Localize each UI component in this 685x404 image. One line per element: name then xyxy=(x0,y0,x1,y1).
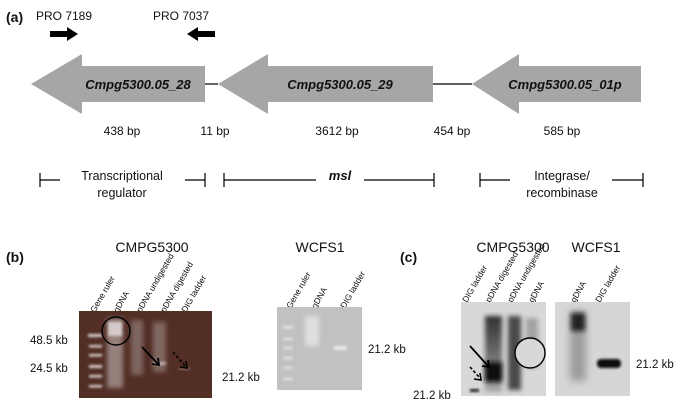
gel2-lane-3: DIG ladder xyxy=(338,269,367,310)
gel2-title: WCFS1 xyxy=(296,239,345,255)
panel-c-label: (c) xyxy=(400,249,417,265)
function-bracket-2 xyxy=(223,173,435,187)
gel1-marker-24kb: 24.5 kb xyxy=(30,363,68,375)
blot1-title: CMPG5300 xyxy=(476,239,549,255)
gene-arrow-1 xyxy=(31,54,205,114)
primer-1-label: PRO 7189 xyxy=(36,9,92,23)
gene-1-name: Cmpg5300.05_28 xyxy=(85,77,191,92)
gene-arrow-2 xyxy=(218,54,433,114)
gene-3-length: 585 bp xyxy=(544,124,581,138)
function-bracket-3 xyxy=(479,173,644,187)
blot2-marker-21kb: 21.2 kb xyxy=(636,359,674,371)
blot1-marker-21kb: 21.2 kb xyxy=(413,390,451,402)
blot2-lane-1: gDNA xyxy=(568,279,588,304)
gene-2-name: Cmpg5300.05_29 xyxy=(287,77,393,92)
gene-arrow-3 xyxy=(472,54,641,114)
function-3-line-1: Integrase/ xyxy=(534,169,590,183)
panel-b-label: (b) xyxy=(6,249,24,265)
intergenic-2-length: 454 bp xyxy=(434,124,471,138)
gene-1-length: 438 bp xyxy=(104,124,141,138)
intergenic-1-length: 11 bp xyxy=(200,124,229,138)
function-2-label: msl xyxy=(329,168,352,183)
gel1-lane-2: gDNA xyxy=(111,289,131,314)
gel1-title: CMPG5300 xyxy=(115,239,188,255)
blot1-lane-4: gDNA xyxy=(526,279,546,304)
blot2-image xyxy=(555,302,630,396)
gene-3-name: Cmpg5300.05_01p xyxy=(508,77,622,92)
gel1-marker-21kb: 21.2 kb xyxy=(222,372,260,384)
function-1-line-2: regulator xyxy=(97,186,146,200)
gel1-image xyxy=(79,311,212,398)
function-3-line-2: recombinase xyxy=(526,186,598,200)
blot1-image xyxy=(461,302,546,396)
gel1-marker-48kb: 48.5 kb xyxy=(30,335,68,347)
blot2-lane-2: DIG ladder xyxy=(593,263,622,304)
function-bracket-1 xyxy=(39,173,206,187)
primer-2-arrow-left-icon xyxy=(187,27,215,41)
primer-1-arrow-right-icon xyxy=(50,27,78,41)
gel2-lane-2: gDNA xyxy=(309,285,329,310)
blot2-title: WCFS1 xyxy=(572,239,621,255)
gel2-image xyxy=(277,307,362,390)
panel-a-label: (a) xyxy=(6,9,23,25)
primer-2-label: PRO 7037 xyxy=(153,9,209,23)
gel2-marker-21kb: 21.2 kb xyxy=(368,344,406,356)
function-1-line-1: Transcriptional xyxy=(81,169,163,183)
gene-2-length: 3612 bp xyxy=(315,124,359,138)
